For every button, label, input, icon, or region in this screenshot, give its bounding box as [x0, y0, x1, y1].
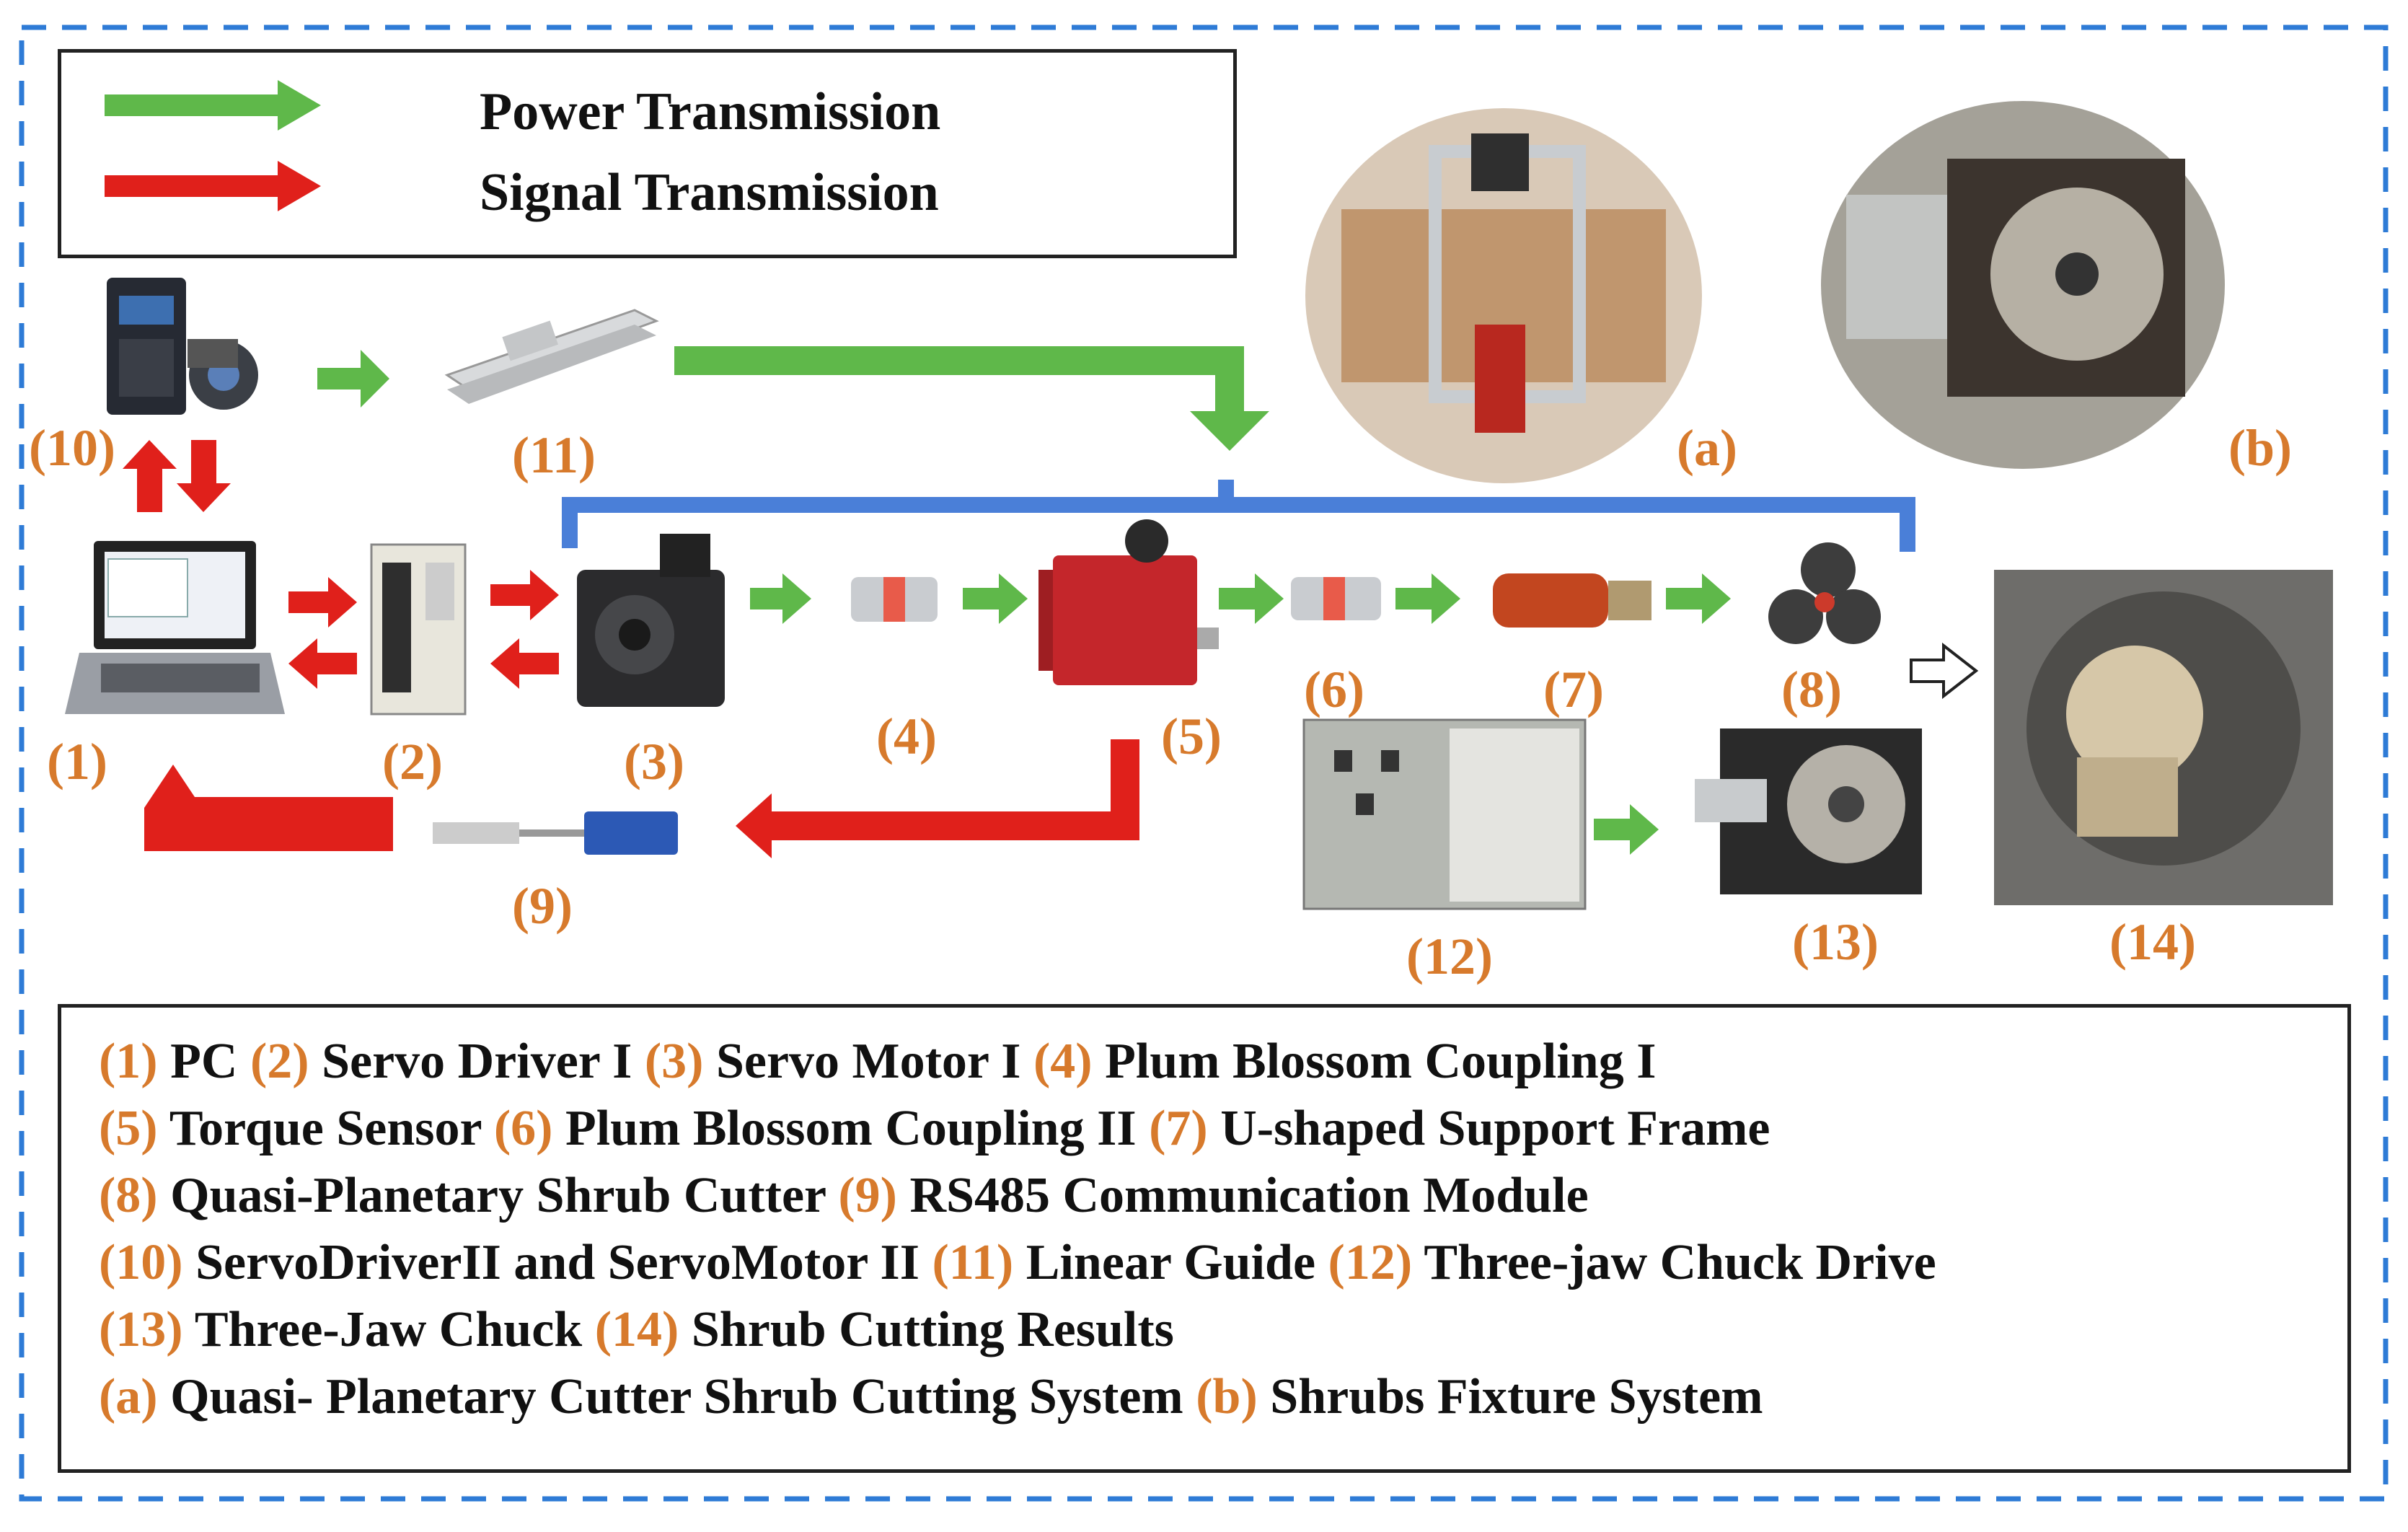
label-a: (a) — [1677, 419, 1737, 477]
linear-guide-image — [444, 309, 659, 404]
label-2: (2) — [382, 733, 443, 791]
label-13: (13) — [1792, 913, 1879, 971]
caption-line: (5) Torque Sensor (6) Plum Blossom Coupl… — [99, 1101, 1770, 1156]
label-4: (4) — [876, 708, 937, 765]
label-7: (7) — [1543, 661, 1604, 718]
caption-line: (1) PC (2) Servo Driver I (3) Servo Moto… — [99, 1034, 1657, 1089]
legend-signal-label: Signal Transmission — [480, 163, 939, 222]
label-14: (14) — [2109, 913, 2196, 971]
caption-line: (8) Quasi-Planetary Shrub Cutter (9) RS4… — [99, 1168, 1589, 1223]
fixture-system-photo-b — [1821, 101, 2225, 469]
legend-power-label: Power Transmission — [480, 82, 941, 141]
label-10: (10) — [29, 419, 115, 477]
power-arrow-icon — [105, 80, 321, 131]
pc-laptop-image — [65, 541, 285, 714]
label-8: (8) — [1781, 661, 1842, 718]
plum-blossom-coupling-i-image — [851, 577, 938, 622]
shrub-cutting-results-image — [1994, 570, 2333, 905]
quasi-planetary-shrub-cutter-image — [1768, 542, 1881, 644]
legend-box: Power Transmission Signal Transmission — [58, 49, 1237, 258]
plum-blossom-coupling-ii-image — [1291, 577, 1381, 620]
signal-arrow-icon — [105, 161, 321, 211]
label-1: (1) — [47, 733, 107, 791]
label-6: (6) — [1304, 661, 1364, 718]
three-jaw-chuck-drive-image — [1302, 718, 1587, 910]
servo-motor-i-image — [577, 534, 725, 707]
cutting-system-photo-a — [1305, 108, 1702, 483]
three-jaw-chuck-image — [1695, 728, 1922, 894]
u-shaped-support-frame-image — [1493, 573, 1651, 628]
label-9: (9) — [512, 877, 573, 935]
label-11: (11) — [512, 426, 596, 484]
servo-driver-ii-motor-ii-image — [107, 278, 258, 415]
label-3: (3) — [624, 733, 684, 791]
torque-sensor-image — [1038, 519, 1219, 685]
caption-line: (a) Quasi- Planetary Cutter Shrub Cuttin… — [99, 1369, 1763, 1425]
rs485-communication-module-image — [433, 811, 678, 855]
label-b: (b) — [2228, 419, 2292, 477]
label-5: (5) — [1161, 708, 1222, 765]
servo-driver-i-image — [370, 543, 467, 716]
caption-box: (1) PC (2) Servo Driver I (3) Servo Moto… — [58, 1004, 2351, 1473]
caption-line: (13) Three-Jaw Chuck (14) Shrub Cutting … — [99, 1302, 1174, 1357]
label-12: (12) — [1406, 928, 1493, 985]
caption-line: (10) ServoDriverII and ServoMotor II (11… — [99, 1235, 1936, 1290]
